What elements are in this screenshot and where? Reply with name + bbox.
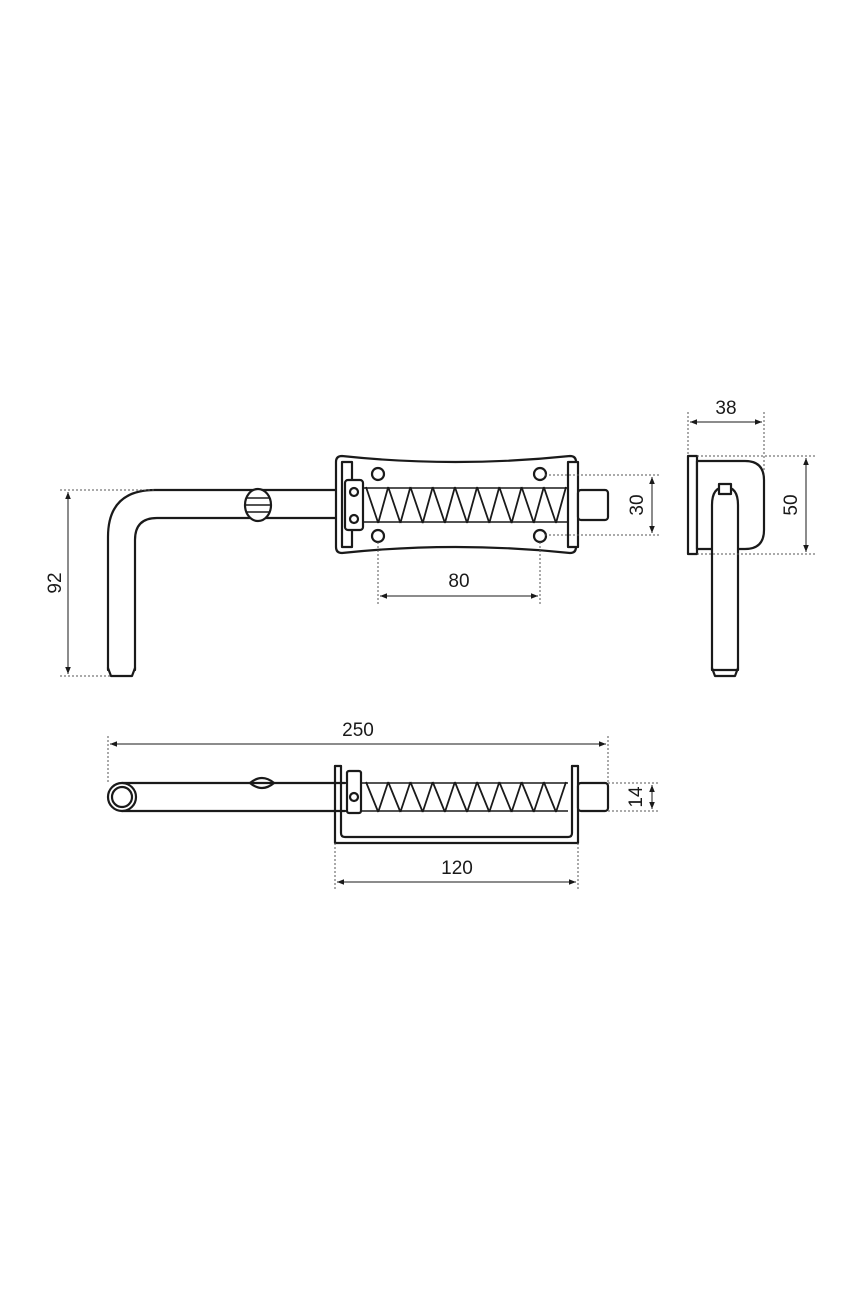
top-bracket-outer (333, 764, 580, 845)
front-spring (365, 486, 567, 524)
dim-label-80: 80 (448, 571, 469, 592)
side-pin-cap (717, 482, 733, 496)
top-dim-250: 250 (107, 720, 609, 783)
side-dim-50: 50 (697, 455, 815, 555)
top-dim-120: 120 (334, 843, 579, 890)
front-handle-slot (243, 487, 273, 523)
side-view (686, 454, 766, 678)
top-dim-14: 14 (608, 782, 660, 812)
front-pin-end (576, 488, 610, 522)
front-hole-top-right (532, 466, 548, 482)
front-dim-80: 80 (377, 542, 541, 604)
dim-label-30: 30 (627, 494, 648, 515)
dim-label-92: 92 (45, 572, 66, 593)
front-bolt-inner (133, 516, 337, 672)
side-handle-tip (710, 666, 740, 678)
front-hole-top-left (370, 466, 386, 482)
dim-label-120: 120 (441, 858, 473, 879)
top-bracket-inner (339, 764, 574, 839)
dim-label-38: 38 (715, 398, 736, 419)
top-pin-end (576, 781, 610, 813)
dim-label-50: 50 (781, 494, 802, 515)
side-handle (710, 485, 740, 672)
dim-label-14: 14 (626, 786, 647, 808)
dim-label-250: 250 (342, 720, 374, 741)
top-handle-notch (248, 776, 276, 790)
top-bolt-end-inner (110, 785, 134, 809)
front-view (106, 454, 610, 678)
side-mount-plate (686, 454, 699, 556)
side-dim-38: 38 (687, 398, 765, 470)
front-dim-30: 30 (545, 474, 660, 536)
front-bolt-outer (106, 488, 337, 672)
top-spring (365, 781, 567, 813)
top-view (106, 764, 610, 845)
front-dim-92: 92 (45, 489, 155, 677)
front-bolt-tip (106, 666, 137, 678)
